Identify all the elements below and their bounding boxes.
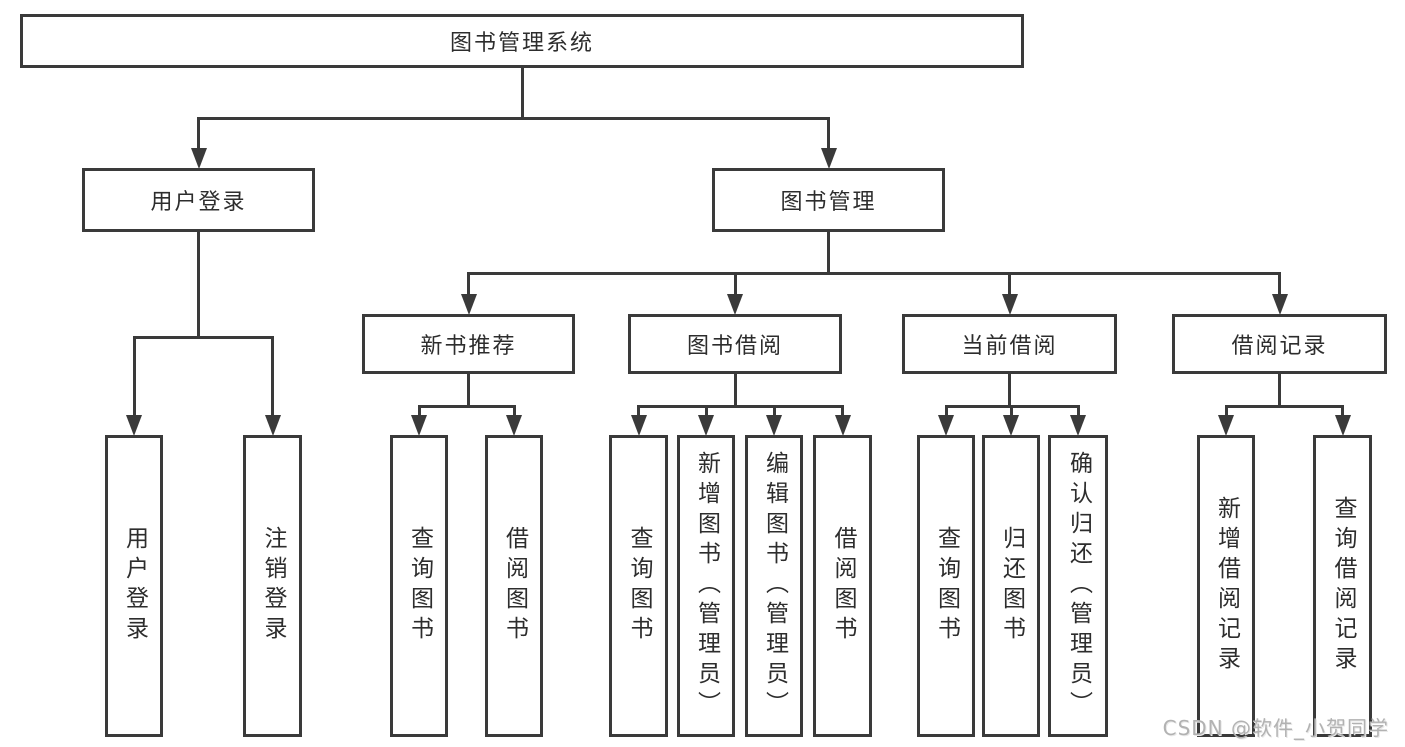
node-current-borrow: 当前借阅 xyxy=(902,314,1117,374)
connector-drop-nb-borrow xyxy=(512,406,516,419)
connector-stem-new-book-rec xyxy=(467,374,470,406)
node-br-add: 新增借阅记录 xyxy=(1197,435,1255,737)
node-new-book-rec: 新书推荐 xyxy=(362,314,575,374)
node-book-mgmt: 图书管理 xyxy=(712,168,945,232)
node-label-login: 用户登录 xyxy=(121,526,148,646)
node-label-borrow-records: 借阅记录 xyxy=(1231,334,1328,359)
arrow-down-icon xyxy=(938,415,954,436)
connector-rail-user-login-mgmt xyxy=(132,335,274,339)
connector-drop-bb-borrow xyxy=(841,406,844,419)
connector-rail-book-mgmt xyxy=(467,271,1281,275)
node-cb-confirm: 确认归还（管理员） xyxy=(1048,435,1108,737)
node-label-br-add: 新增借阅记录 xyxy=(1213,496,1240,676)
node-user-login-mgmt: 用户登录 xyxy=(82,168,315,232)
connector-stem-user-login-mgmt xyxy=(197,232,200,337)
connector-drop-bb-edit xyxy=(772,406,776,419)
arrow-down-icon xyxy=(834,415,851,436)
connector-stem-current-borrow xyxy=(1008,374,1011,406)
node-label-nb-query: 查询图书 xyxy=(406,526,433,646)
connector-drop-br-add xyxy=(1224,406,1228,419)
node-label-root: 图书管理系统 xyxy=(449,31,594,56)
node-nb-borrow: 借阅图书 xyxy=(485,435,543,737)
node-br-query: 查询借阅记录 xyxy=(1313,435,1372,737)
arrow-down-icon xyxy=(1070,415,1086,436)
connector-drop-cb-query xyxy=(944,406,948,419)
arrow-down-icon xyxy=(698,415,714,436)
node-label-logout: 注销登录 xyxy=(260,526,286,646)
node-bb-edit: 编辑图书（管理员） xyxy=(745,435,803,737)
node-nb-query: 查询图书 xyxy=(390,435,448,737)
connector-drop-cb-return xyxy=(1009,406,1013,419)
arrow-down-icon xyxy=(1334,415,1351,436)
node-book-borrow: 图书借阅 xyxy=(628,314,842,374)
arrow-down-icon xyxy=(630,415,647,436)
node-label-current-borrow: 当前借阅 xyxy=(961,334,1058,359)
node-root: 图书管理系统 xyxy=(20,14,1024,68)
connector-drop-current-borrow xyxy=(1008,273,1011,298)
node-label-book-mgmt: 图书管理 xyxy=(780,190,877,215)
connector-stem-book-mgmt xyxy=(827,232,830,273)
connector-stem-borrow-records xyxy=(1278,374,1281,406)
arrow-down-icon xyxy=(264,415,281,436)
connector-drop-logout xyxy=(271,337,274,419)
connector-rail-root xyxy=(197,116,830,120)
connector-stem-book-borrow xyxy=(733,374,737,406)
connector-drop-borrow-records xyxy=(1278,273,1281,298)
arrow-down-icon xyxy=(1003,415,1019,436)
arrow-down-icon xyxy=(727,294,743,315)
node-logout: 注销登录 xyxy=(243,435,302,737)
node-login: 用户登录 xyxy=(105,435,163,737)
arrow-down-icon xyxy=(1271,294,1288,315)
arrow-down-icon xyxy=(820,148,837,169)
connector-rail-book-borrow xyxy=(637,404,844,408)
node-cb-query: 查询图书 xyxy=(917,435,975,737)
node-bb-query: 查询图书 xyxy=(609,435,668,737)
arrow-down-icon xyxy=(506,415,522,436)
connector-drop-bb-query xyxy=(637,406,640,419)
node-cb-return: 归还图书 xyxy=(982,435,1040,737)
node-label-bb-query: 查询图书 xyxy=(626,526,652,646)
arrow-down-icon xyxy=(766,415,782,436)
node-label-book-borrow: 图书借阅 xyxy=(686,334,783,359)
connector-rail-new-book-rec xyxy=(417,404,516,408)
connector-rail-borrow-records xyxy=(1224,404,1344,408)
arrow-down-icon xyxy=(126,415,142,436)
node-label-cb-return: 归还图书 xyxy=(998,526,1025,646)
connector-drop-user-login-mgmt xyxy=(197,118,200,152)
connector-drop-book-borrow xyxy=(733,273,737,298)
node-label-bb-add: 新增图书（管理员） xyxy=(693,451,720,721)
connector-drop-nb-query xyxy=(417,406,421,419)
arrow-down-icon xyxy=(411,415,427,436)
node-label-cb-confirm: 确认归还（管理员） xyxy=(1065,451,1092,721)
node-label-bb-edit: 编辑图书（管理员） xyxy=(761,451,788,721)
node-label-br-query: 查询借阅记录 xyxy=(1330,496,1356,676)
connector-drop-br-query xyxy=(1341,406,1344,419)
node-borrow-records: 借阅记录 xyxy=(1172,314,1387,374)
node-label-nb-borrow: 借阅图书 xyxy=(501,526,528,646)
connector-drop-book-mgmt xyxy=(827,118,830,152)
node-label-cb-query: 查询图书 xyxy=(933,526,960,646)
node-label-user-login-mgmt: 用户登录 xyxy=(150,190,247,215)
arrow-down-icon xyxy=(460,294,477,315)
arrow-down-icon xyxy=(1001,294,1018,315)
connector-drop-bb-add xyxy=(704,406,708,419)
arrow-down-icon xyxy=(190,148,207,169)
arrow-down-icon xyxy=(1218,415,1234,436)
node-bb-add: 新增图书（管理员） xyxy=(677,435,735,737)
connector-stem-root xyxy=(520,68,524,118)
node-label-bb-borrow: 借阅图书 xyxy=(830,526,856,646)
connector-drop-login xyxy=(132,337,136,419)
connector-drop-new-book-rec xyxy=(467,273,470,298)
node-bb-borrow: 借阅图书 xyxy=(813,435,872,737)
csdn-watermark: CSDN @软件_小贺同学 xyxy=(1162,716,1389,740)
node-label-new-book-rec: 新书推荐 xyxy=(420,334,517,359)
connector-drop-cb-confirm xyxy=(1076,406,1080,419)
